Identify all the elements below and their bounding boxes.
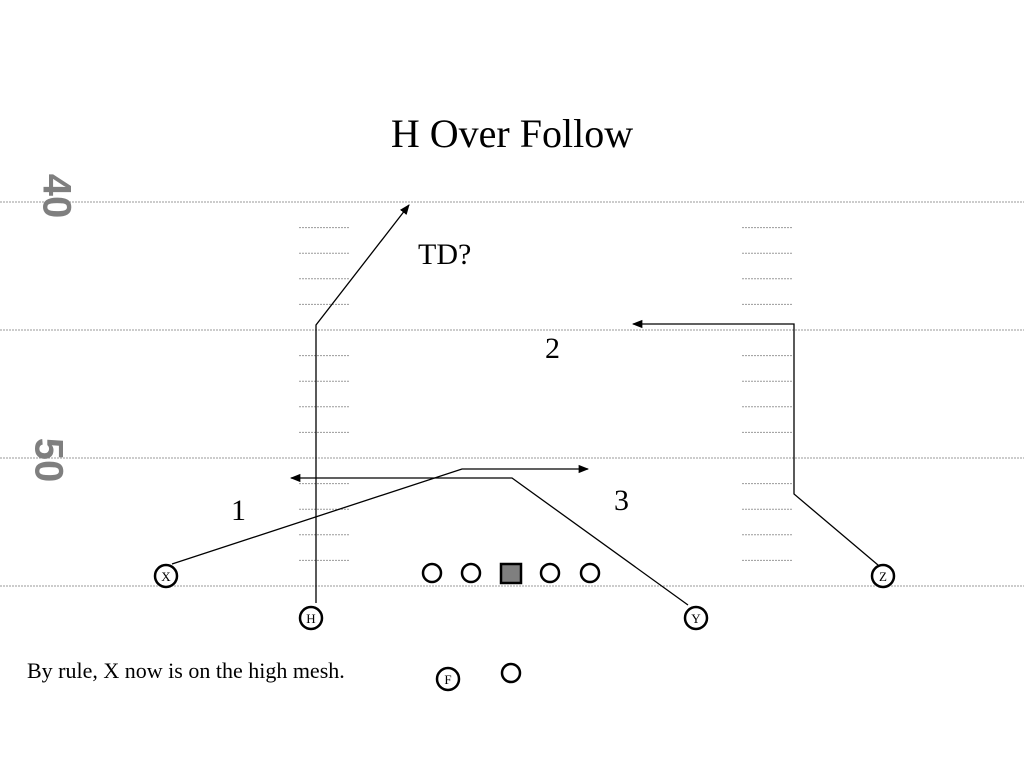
quarterback-circle (500, 662, 522, 684)
hash-marks-left (299, 227, 349, 561)
lineman-right-tackle (579, 562, 601, 584)
play-title: H Over Follow (390, 111, 634, 156)
route-label-td: TD? (418, 238, 472, 271)
player-f-label: F (444, 672, 451, 687)
player-x-label: X (161, 569, 171, 584)
center-square (499, 562, 523, 585)
yard-lines (0, 201, 1024, 587)
route-label-2: 2 (545, 332, 560, 365)
route-label-3: 3 (614, 484, 629, 517)
offensive-line (421, 562, 601, 684)
x-route-1 (171, 464, 590, 565)
lineman-left-guard (460, 562, 482, 584)
yard-number-50: 50 (26, 437, 71, 483)
lineman-left-tackle (421, 562, 443, 584)
player-f-circle (435, 666, 461, 692)
h-route-td (315, 204, 410, 603)
player-z-label: Z (879, 569, 887, 584)
z-route-2 (631, 319, 879, 566)
player-x-circle (153, 563, 179, 589)
route-label-1: 1 (231, 494, 246, 527)
player-h-circle (298, 605, 324, 631)
lineman-right-guard (539, 562, 561, 584)
player-z-circle (870, 563, 896, 589)
player-y-circle (683, 605, 709, 631)
y-route-3 (289, 473, 689, 606)
yard-number-40: 40 (34, 173, 79, 219)
hash-marks-right (742, 227, 792, 561)
player-y-label: Y (691, 611, 701, 626)
player-h-label: H (306, 611, 315, 626)
coaching-note: By rule, X now is on the high mesh. (27, 658, 345, 683)
